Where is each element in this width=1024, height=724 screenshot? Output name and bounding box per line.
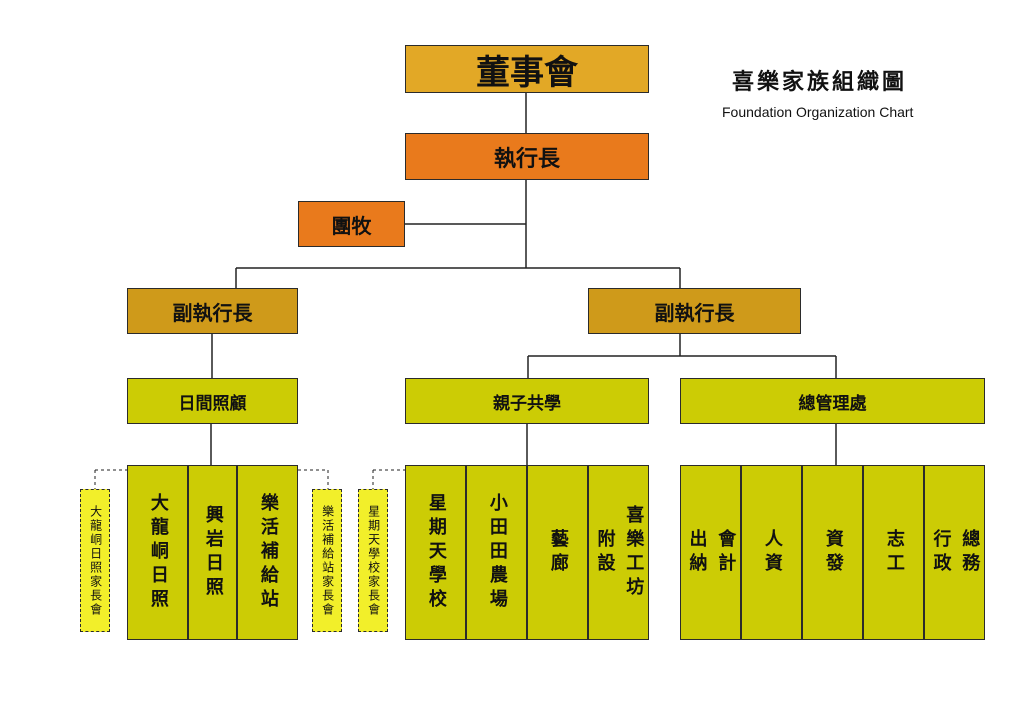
unit-label: 資發 <box>822 528 844 577</box>
unit-label: 喜樂工坊附設 <box>594 504 645 601</box>
unit-xingyan-daycare: 興岩日照 <box>188 465 237 640</box>
ceo-box: 執行長 <box>405 133 649 180</box>
pastor-box: 團牧 <box>298 201 405 247</box>
title-english: Foundation Organization Chart <box>722 104 914 120</box>
parent-group-sunday-school: 星期天學校家長會 <box>358 489 388 632</box>
unit-hr: 人資 <box>741 465 802 640</box>
unit-lehuo-station: 樂活補給站 <box>237 465 298 640</box>
unit-sunday-school: 星期天學校 <box>405 465 466 640</box>
unit-label: 大龍峒日照 <box>147 492 169 613</box>
unit-label: 總務行政 <box>930 528 981 577</box>
parent-group-lehuo: 樂活補給站家長會 <box>312 489 342 632</box>
parent-group-label: 星期天學校家長會 <box>366 504 381 617</box>
unit-development: 資發 <box>802 465 863 640</box>
unit-gallery: 藝廊 <box>527 465 588 640</box>
unit-volunteer: 志工 <box>863 465 924 640</box>
unit-label: 興岩日照 <box>202 504 224 601</box>
unit-accounting: 會計出納 <box>680 465 741 640</box>
parent-group-label: 大龍峒日照家長會 <box>88 504 103 617</box>
unit-label: 會計出納 <box>686 528 737 577</box>
board-box: 董事會 <box>405 45 649 93</box>
unit-label: 藝廊 <box>547 528 569 577</box>
title-chinese: 喜樂家族組織圖 <box>732 70 908 95</box>
unit-label: 星期天學校 <box>425 492 447 613</box>
unit-dalongdong-daycare: 大龍峒日照 <box>127 465 188 640</box>
parent-group-dalongdong: 大龍峒日照家長會 <box>80 489 110 632</box>
chart-title: 喜樂家族組織圖 Foundation Organization Chart <box>722 64 962 120</box>
dept-day-care: 日間照顧 <box>127 378 298 424</box>
vp-left-box: 副執行長 <box>127 288 298 334</box>
unit-label: 人資 <box>761 528 783 577</box>
dept-family-learning: 親子共學 <box>405 378 649 424</box>
unit-xiaotiantian-farm: 小田田農場 <box>466 465 527 640</box>
parent-group-label: 樂活補給站家長會 <box>320 504 335 617</box>
unit-joy-workshop: 喜樂工坊附設 <box>588 465 649 640</box>
dept-admin: 總管理處 <box>680 378 985 424</box>
unit-label: 小田田農場 <box>486 492 508 613</box>
vp-right-box: 副執行長 <box>588 288 801 334</box>
unit-label: 樂活補給站 <box>257 492 279 613</box>
unit-general-affairs: 總務行政 <box>924 465 985 640</box>
unit-label: 志工 <box>883 528 905 577</box>
